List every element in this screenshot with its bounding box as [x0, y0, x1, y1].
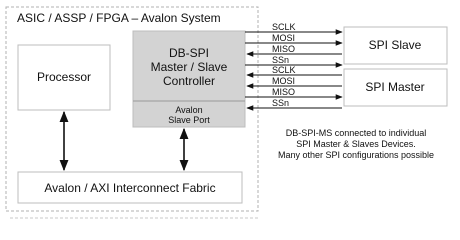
spi-slave-box — [343, 26, 448, 65]
spi-master-label: SPI Master — [365, 80, 424, 94]
slave-signal-label: MISO — [272, 44, 295, 54]
system-diagram: ASIC / ASSP / FPGA – Avalon System Proce… — [5, 6, 448, 219]
controller-label-line-1: DB-SPI — [169, 46, 209, 60]
master-signal-label: MISO — [272, 87, 295, 97]
controller-box — [132, 30, 246, 128]
note-line-1: DB-SPI-MS connected to individual — [286, 128, 427, 138]
master-signal-label: SSn — [272, 98, 289, 108]
slave-signal-label: MOSI — [272, 33, 295, 43]
processor-box — [17, 44, 111, 111]
avalon-port-line-2: Slave Port — [168, 115, 210, 125]
processor-label: Processor — [37, 70, 91, 84]
fabric-label: Avalon / AXI Interconnect Fabric — [44, 181, 215, 195]
system-title: ASIC / ASSP / FPGA – Avalon System — [17, 11, 221, 25]
system-boundary — [5, 6, 259, 212]
note-line-3: Many other SPI configurations possible — [278, 150, 434, 160]
spi-master-box — [343, 68, 448, 107]
slave-signal-label: SSn — [272, 55, 289, 65]
master-signal-label: MOSI — [272, 76, 295, 86]
slave-signal-label: SCLK — [272, 22, 296, 32]
controller-label-line-2: Master / Slave — [151, 60, 228, 74]
controller-label-line-3: Controller — [163, 74, 215, 88]
spi-slave-label: SPI Slave — [369, 38, 422, 52]
master-signal-label: SCLK — [272, 65, 296, 75]
fabric-box — [17, 171, 243, 204]
note-line-2: SPI Master & Slaves Devices. — [296, 139, 416, 149]
avalon-port-line-1: Avalon — [175, 105, 202, 115]
